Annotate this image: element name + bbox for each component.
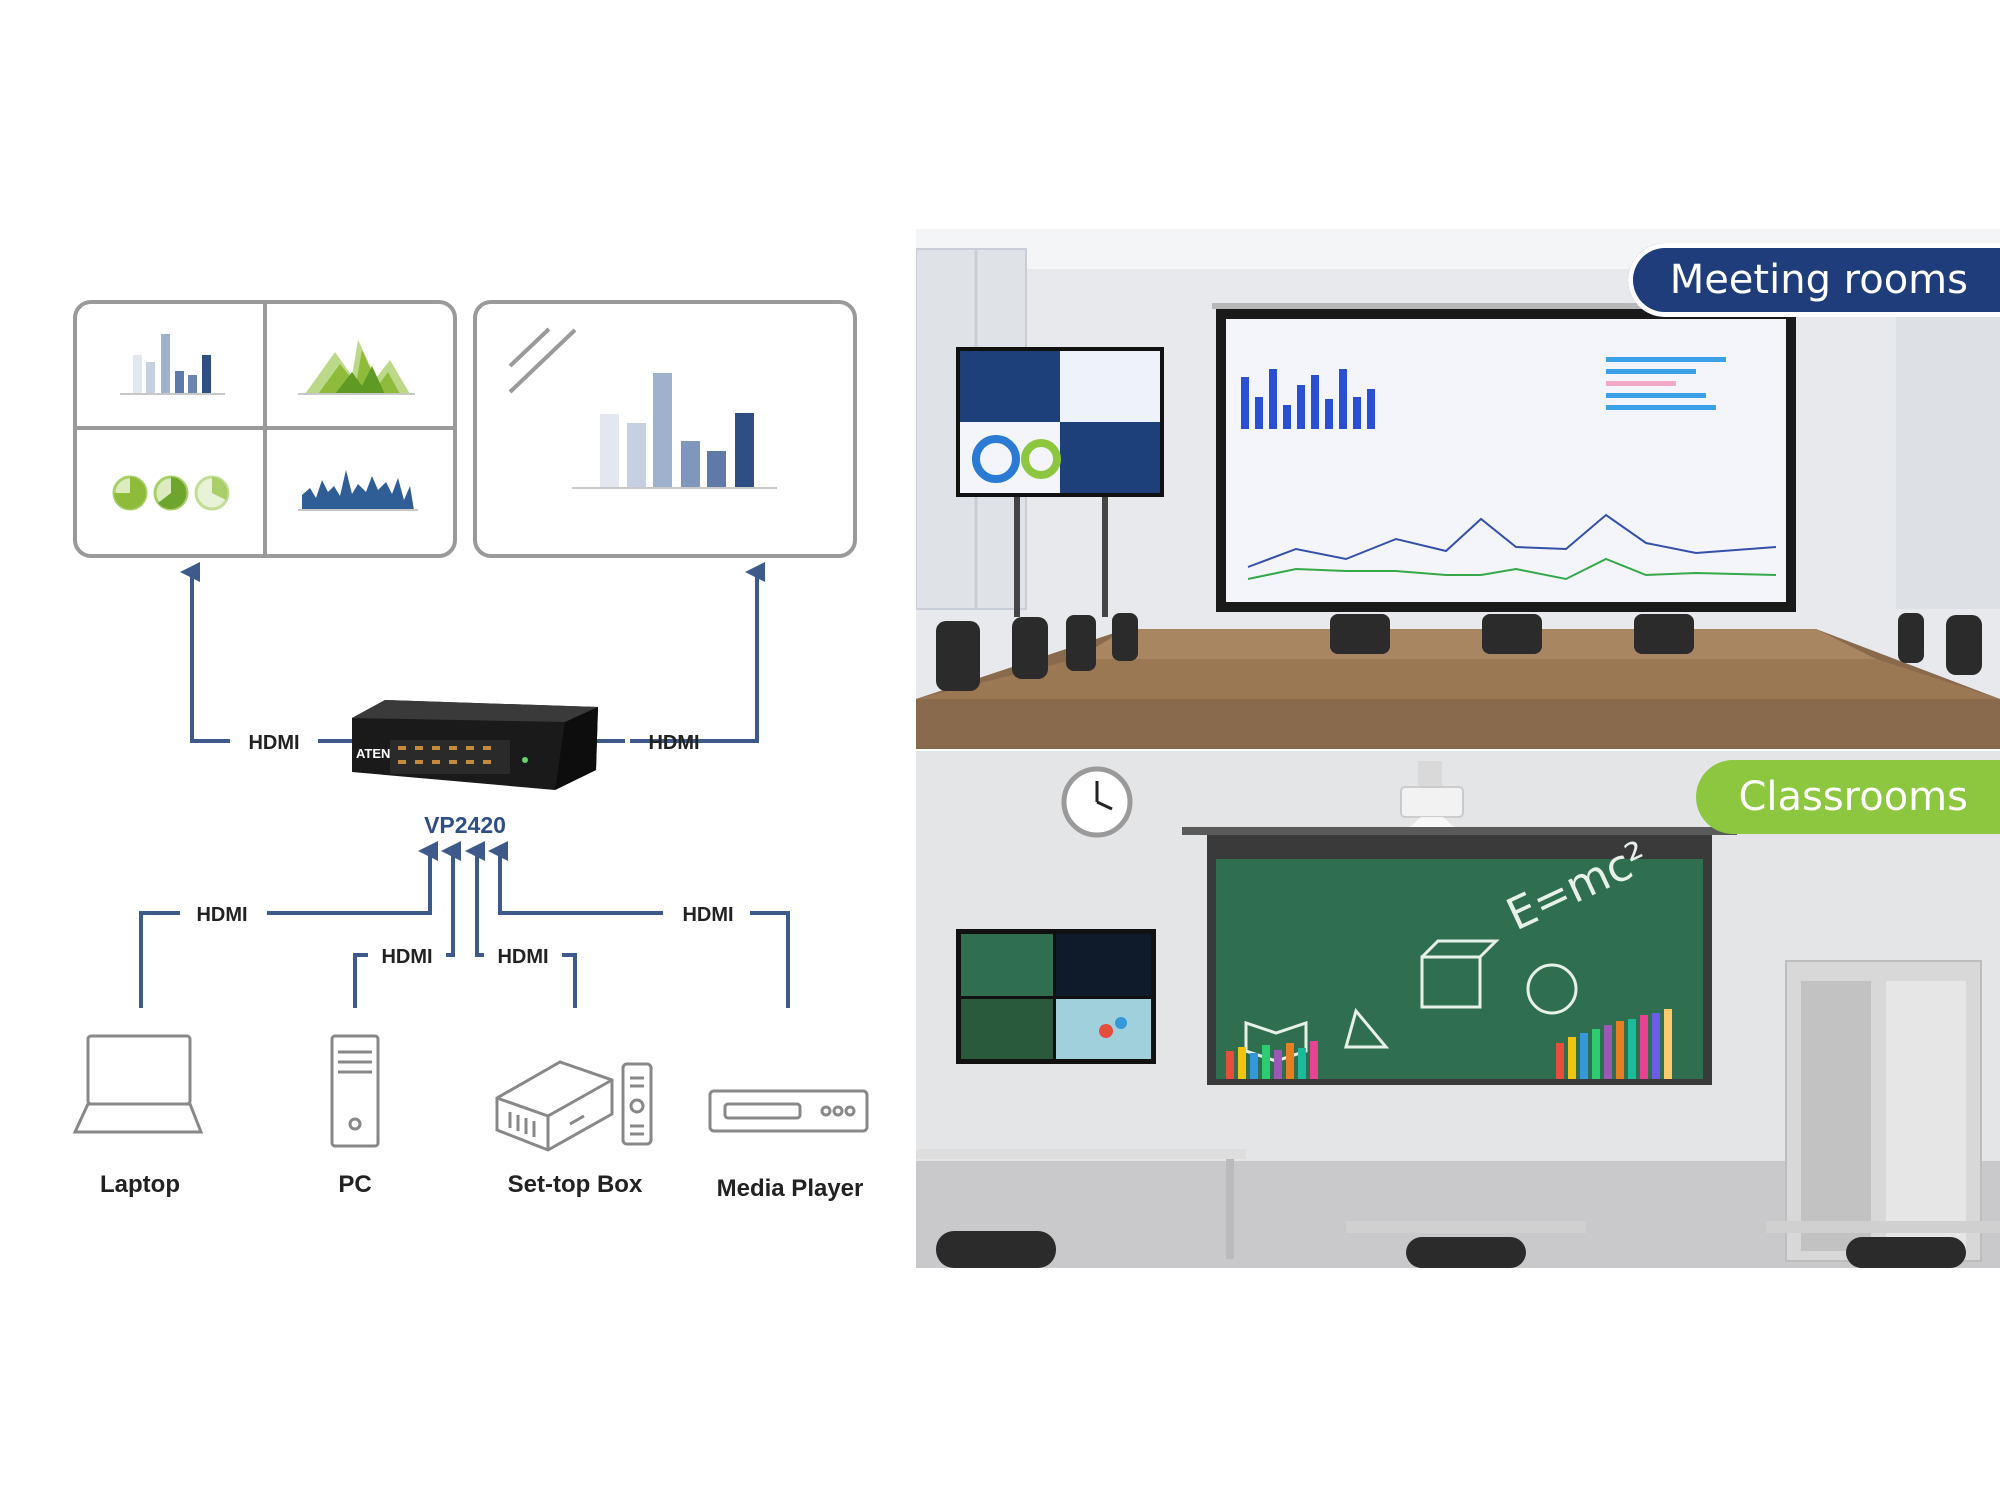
- remote-control-icon: [621, 1062, 653, 1146]
- vp2420-device: ATEN: [352, 700, 598, 790]
- input-connector-pc: [353, 953, 368, 1008]
- classrooms-caption: Classrooms: [1738, 774, 1968, 820]
- bar-chart-icon: [120, 334, 225, 395]
- laptop-icon: [72, 1034, 204, 1134]
- device-name: VP2420: [424, 812, 506, 838]
- device-label-mediaplayer: Media Player: [717, 1175, 864, 1202]
- meeting-rooms-banner: Meeting rooms: [1627, 243, 2000, 317]
- device-label-pc: PC: [338, 1171, 371, 1198]
- output-label-left: HDMI: [248, 732, 299, 754]
- media-player-icon: [708, 1089, 869, 1133]
- meeting-room-photo: Meeting rooms: [916, 229, 2000, 749]
- output-label-right: HDMI: [648, 732, 699, 754]
- pie-charts-icon: [112, 475, 230, 511]
- output-connector-right: [630, 562, 765, 743]
- single-view-display: [473, 300, 857, 558]
- classroom-illustration: E=mc²: [916, 751, 2000, 1268]
- quad-view-display: [73, 300, 457, 558]
- connection-diagram: HDMI HDMI ATEN VP2420 HDMI HDMI HDMI HDM…: [72, 300, 869, 1202]
- aten-logo: ATEN: [356, 746, 390, 761]
- waveform-chart-icon: [298, 470, 418, 511]
- area-chart-icon: [298, 340, 415, 395]
- device-label-laptop: Laptop: [100, 1171, 180, 1198]
- input-label-settop: HDMI: [497, 946, 548, 968]
- input-connector-settop: [562, 953, 577, 1008]
- set-top-box-icon: [495, 1060, 614, 1152]
- bar-chart-icon: [572, 373, 777, 489]
- wall-clock-icon: [1061, 766, 1133, 838]
- output-connector-left: [180, 562, 230, 743]
- meeting-rooms-caption: Meeting rooms: [1669, 257, 1968, 303]
- input-label-pc: HDMI: [381, 946, 432, 968]
- input-connector-mediaplayer: [750, 911, 790, 1008]
- classrooms-banner: Classrooms: [1696, 760, 2000, 834]
- classroom-photo: E=mc²: [916, 751, 2000, 1268]
- input-connector-laptop: [139, 911, 180, 1008]
- input-label-mediaplayer: HDMI: [682, 904, 733, 926]
- pc-tower-icon: [330, 1034, 380, 1148]
- device-label-settop: Set-top Box: [508, 1171, 643, 1198]
- input-label-laptop: HDMI: [196, 904, 247, 926]
